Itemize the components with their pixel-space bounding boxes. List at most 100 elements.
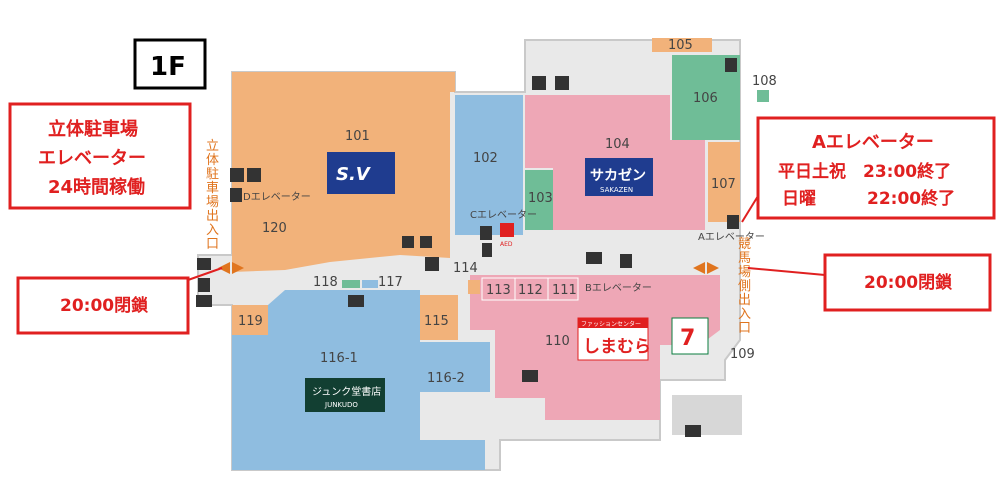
- vertical-char: 入: [738, 307, 751, 322]
- a-elevator-callout: [756, 116, 996, 220]
- elevator-icon-a: [727, 215, 739, 229]
- unit-103-label: 103: [528, 191, 553, 206]
- sakazen-logo: [585, 158, 653, 196]
- atm-icon-b: [620, 254, 632, 268]
- sv-logo-text: S.V: [336, 164, 372, 185]
- store-108[interactable]: [757, 90, 769, 102]
- a-elevator-pointer: [741, 195, 759, 223]
- aed-icon: [500, 223, 514, 237]
- closing-right-pointer: [747, 267, 826, 276]
- elevator-icon-c: [480, 226, 492, 240]
- junkudo-logo-subtext: JUNKUDO: [324, 401, 358, 409]
- sakazen-logo-subtext: SAKAZEN: [600, 186, 633, 194]
- vertical-char: 馬: [738, 251, 751, 266]
- vertical-char: 競: [738, 237, 751, 252]
- escalator-icon-4: [685, 425, 701, 437]
- store-102[interactable]: [455, 95, 523, 235]
- car-icon: [196, 295, 212, 307]
- wifi-icon: [425, 257, 439, 271]
- vertical-char: 駐: [206, 167, 219, 182]
- unit-108-label: 108: [752, 74, 777, 89]
- store-118[interactable]: [342, 280, 360, 288]
- closing-left-pointer: [187, 267, 223, 281]
- shimamura-logo-band: [578, 318, 648, 328]
- vertical-char: 入: [206, 223, 219, 238]
- unit-111-label: 111: [552, 283, 577, 298]
- unit-105-label: 105: [668, 38, 693, 53]
- vertical-char: 口: [738, 321, 751, 336]
- unit-116-1-label: 116-1: [320, 351, 358, 366]
- shimamura-logo-text: しまむら: [583, 337, 651, 357]
- right-entrance-label: 競馬場側出入口: [738, 237, 751, 336]
- info-icon: [482, 243, 492, 257]
- vertical-char: 出: [738, 293, 751, 308]
- accessible-toilet-icon: [555, 76, 569, 90]
- store-115[interactable]: [420, 295, 458, 340]
- store-107[interactable]: [708, 142, 740, 222]
- vertical-char: 立: [206, 139, 219, 154]
- unit-119-label: 119: [238, 314, 263, 329]
- escalator-icon-3: [522, 370, 538, 382]
- sv-logo: [327, 152, 395, 194]
- elevator-a-label[interactable]: Aエレベーター: [698, 231, 765, 243]
- unit-112-label: 112: [518, 283, 543, 298]
- unit-114-label: 114: [453, 261, 478, 276]
- locker-icon-2: [420, 236, 432, 248]
- vertical-char: 口: [206, 237, 219, 252]
- store-120[interactable]: [255, 205, 295, 250]
- parking-elevator-line1: 立体駐車場: [48, 118, 138, 140]
- unit-104-label: 104: [605, 137, 630, 152]
- escalator-icon-2: [586, 252, 602, 264]
- unit-110-label: 110: [545, 334, 570, 349]
- escalator-icon-1: [348, 295, 364, 307]
- store-119[interactable]: [232, 305, 268, 335]
- unit-102-label: 102: [473, 151, 498, 166]
- entrance-arrow-left-1: [218, 262, 230, 274]
- shimamura-logo-top: ファッションセンター: [581, 320, 641, 328]
- parking-elevator-callout: [8, 102, 192, 210]
- atm-icon: [725, 58, 737, 72]
- vertical-char: 出: [206, 209, 219, 224]
- locker-icon-1: [402, 236, 414, 248]
- parking-elevator-line2: エレベーター: [38, 148, 146, 169]
- store-116-2[interactable]: [420, 342, 490, 392]
- floor-label-box: [133, 38, 207, 90]
- vertical-char: 体: [206, 153, 219, 168]
- store-114[interactable]: [468, 280, 480, 294]
- closing-left-text: 20:00閉鎖: [60, 295, 149, 316]
- closing-right-callout: [823, 253, 992, 312]
- elevator-icon-d: [230, 188, 242, 202]
- unit-117-label: 117: [378, 275, 403, 290]
- a-elevator-line1: Aエレベーター: [812, 132, 934, 153]
- junkudo-logo-text: ジュンク堂書店: [312, 385, 381, 398]
- vertical-char: 場: [738, 265, 751, 280]
- vertical-char: 場: [206, 195, 219, 210]
- accessible-toilet-icon-west: [247, 168, 261, 182]
- unit-115-label: 115: [424, 314, 449, 329]
- unit-101-label: 101: [345, 129, 370, 144]
- a-elevator-line2: 平日土祝 23:00終了: [778, 161, 951, 182]
- store-105[interactable]: [652, 38, 712, 52]
- elevator-c-label[interactable]: Cエレベーター: [470, 209, 537, 221]
- vertical-char: 車: [206, 181, 219, 196]
- store-103[interactable]: [525, 170, 553, 230]
- restroom-icon-west: [230, 168, 244, 182]
- store-111[interactable]: [547, 277, 579, 301]
- left-entrance-label: 立体駐車場出入口: [206, 139, 219, 252]
- elevator-b-label[interactable]: Bエレベーター: [585, 282, 652, 294]
- elevator-d-label[interactable]: Dエレベーター: [243, 191, 311, 203]
- unit-106-label: 106: [693, 91, 718, 106]
- store-117[interactable]: [362, 280, 378, 288]
- unit-109-label: 109: [730, 347, 755, 362]
- aed-label: AED: [500, 241, 513, 248]
- closing-right-text: 20:00閉鎖: [864, 272, 953, 293]
- parking-elevator-line3: 24時間稼働: [48, 176, 145, 198]
- seven-eleven-logo: [671, 317, 709, 355]
- vertical-char: 側: [738, 279, 751, 294]
- unit-118-label: 118: [313, 275, 338, 290]
- store-109-area: [672, 395, 742, 435]
- entrance-arrow-left-2: [232, 262, 244, 274]
- unit-113-label: 113: [486, 283, 511, 298]
